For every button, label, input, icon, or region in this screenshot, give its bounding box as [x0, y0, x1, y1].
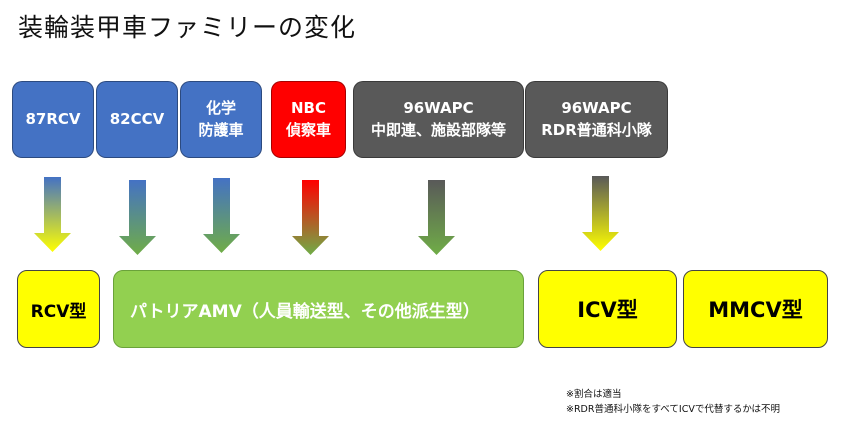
- source-label-line1: NBC: [291, 98, 326, 117]
- target-label: MMCV型: [708, 298, 803, 322]
- note-ratio: ※割合は適当: [566, 389, 622, 400]
- source-box-96wapc-rdr: 96WAPC RDR普通科小隊: [525, 81, 668, 158]
- note-rdr-replacement: ※RDR普通科小隊をすべてICVで代替するかは不明: [566, 404, 780, 415]
- source-label-line1: 87RCV: [25, 109, 81, 128]
- target-label: ICV型: [577, 298, 638, 322]
- arrow-87rcv-to-rcv: [34, 177, 71, 252]
- target-box-rcv: RCV型: [17, 270, 100, 348]
- arrow-chem-to-amv: [203, 178, 240, 253]
- target-box-icv: ICV型: [538, 270, 677, 348]
- source-label-line1: 96WAPC: [561, 98, 632, 117]
- source-label-line2: RDR普通科小隊: [541, 120, 652, 139]
- target-box-patria-amv: パトリアAMV（人員輸送型、その他派生型）: [113, 270, 524, 348]
- arrow-82ccv-to-amv: [119, 180, 156, 255]
- source-label-line1: 82CCV: [109, 109, 165, 128]
- source-box-82ccv: 82CCV: [96, 81, 178, 158]
- diagram-title: 装輪装甲車ファミリーの変化: [18, 13, 357, 42]
- target-box-mmcv: MMCV型: [683, 270, 828, 348]
- source-box-96wapc-units: 96WAPC 中即連、施設部隊等: [353, 81, 524, 158]
- source-label-line1: 化学: [205, 98, 236, 117]
- target-label: RCV型: [30, 301, 87, 322]
- arrow-96wapc-to-amv: [418, 180, 455, 255]
- target-label: パトリアAMV（人員輸送型、その他派生型）: [130, 301, 480, 322]
- arrow-96wapc-rdr-to-icv: [582, 176, 619, 251]
- source-label-line2: 中即連、施設部隊等: [370, 120, 506, 139]
- source-label-line2: 偵察車: [285, 120, 331, 139]
- source-box-chemical-protection: 化学 防護車: [180, 81, 262, 158]
- source-box-87rcv: 87RCV: [12, 81, 94, 158]
- source-box-nbc-recon: NBC 偵察車: [271, 81, 346, 158]
- source-label-line2: 防護車: [198, 120, 244, 139]
- source-label-line1: 96WAPC: [403, 98, 474, 117]
- arrow-nbc-to-amv: [292, 180, 329, 255]
